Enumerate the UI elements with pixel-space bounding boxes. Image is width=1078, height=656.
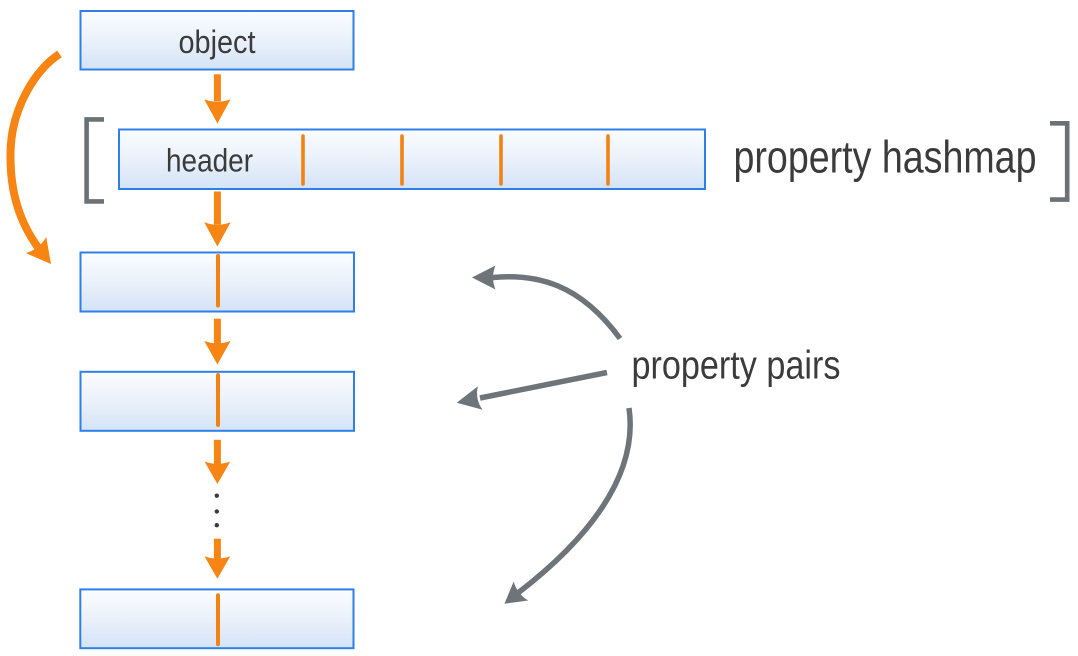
svg-text:property pairs: property pairs <box>632 344 841 388</box>
svg-text:property hashmap: property hashmap <box>734 132 1037 183</box>
svg-text:object: object <box>179 24 256 60</box>
svg-text:header: header <box>166 143 253 179</box>
